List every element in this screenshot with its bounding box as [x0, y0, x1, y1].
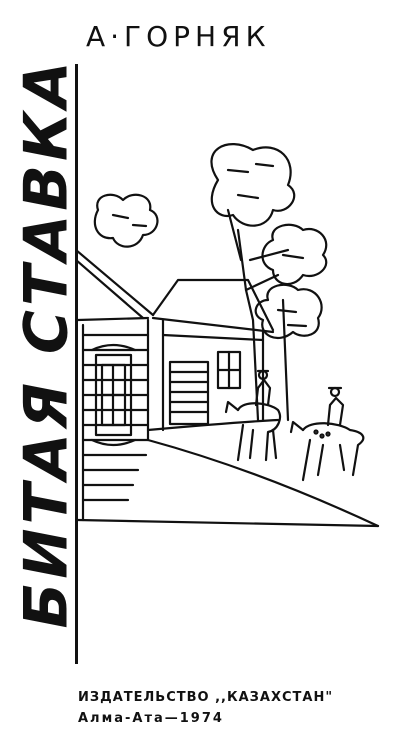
ground-line	[78, 518, 380, 528]
tree-icon	[93, 143, 328, 422]
horse-rider-icon	[224, 369, 282, 462]
book-title-container: БИТАЯ СТАВКА	[11, 15, 82, 670]
vertical-divider	[75, 64, 78, 664]
log-house-icon	[78, 250, 155, 522]
publisher-name: ИЗДАТЕЛЬСТВО ,,КАЗАХСТАН"	[78, 690, 334, 705]
book-title: БИТАЯ СТАВКА	[11, 56, 82, 629]
publication-place-year: Алма-Ата—1974	[78, 711, 224, 726]
wooden-house-icon	[151, 278, 275, 432]
author-name: А·ГОРНЯК	[86, 20, 271, 53]
cover-illustration	[78, 143, 380, 528]
horse-rider-icon	[289, 386, 365, 482]
